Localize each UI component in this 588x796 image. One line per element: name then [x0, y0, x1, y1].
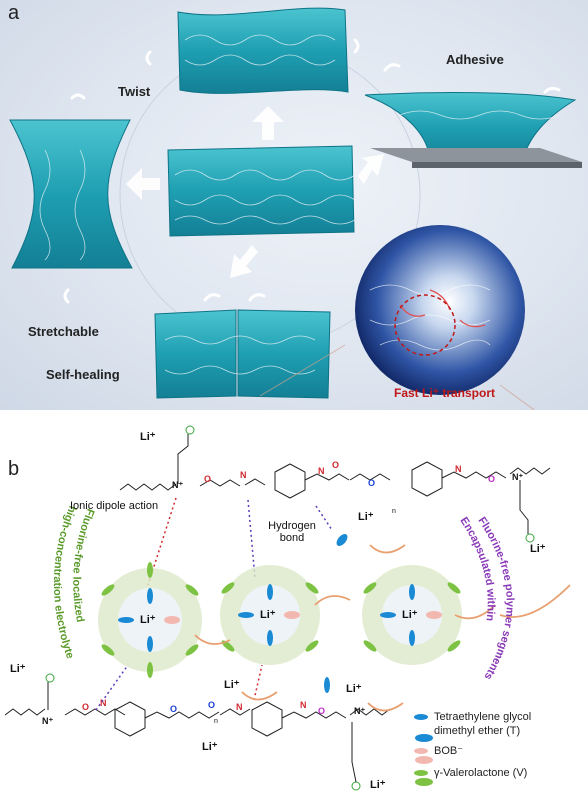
arrow-down [230, 245, 258, 278]
li-ion-label: Li⁺ [140, 614, 156, 626]
bottom-polymer-chain [4, 682, 391, 783]
transport-label: Fast Li⁺ transport [394, 386, 496, 400]
panel-b-label: b [8, 458, 20, 480]
legend-label: dimethyl ether (T) [434, 725, 521, 737]
svg-text:N: N [318, 466, 325, 476]
n-plus-label: N⁺ [42, 716, 54, 726]
svg-text:O: O [488, 474, 495, 484]
ellipse-swatch-icon [414, 770, 428, 776]
n-plus-label: N⁺ [512, 472, 524, 482]
li-ion-label: Li⁺ [530, 543, 546, 555]
li-ion-label: Li⁺ [370, 779, 386, 791]
legend-label: BOB⁻ [434, 745, 464, 757]
ionic-dipole-label: Ionic dipole action [70, 500, 159, 512]
svg-text:O: O [318, 706, 325, 716]
n-plus-label: N⁺ [172, 480, 184, 490]
legend-item-t: Tetraethylene glycol dimethyl ether (T) [414, 710, 584, 738]
li-ion-label: Li⁺ [260, 609, 276, 621]
transport-sphere [355, 225, 525, 395]
svg-text:N: N [240, 470, 247, 480]
svg-text:Fluorine-free localized: Fluorine-free localized [70, 507, 96, 623]
li-ion-label: Li⁺ [402, 609, 418, 621]
svg-text:O: O [82, 702, 89, 712]
ellipse-swatch-icon [414, 714, 428, 720]
subscript-n: n [392, 508, 396, 515]
ellipse-swatch-icon [414, 748, 428, 754]
solvation-cluster-3 [362, 565, 462, 665]
adhesive-label: Adhesive [446, 52, 504, 67]
li-ion-label: Li⁺ [10, 663, 26, 675]
arrow-right [358, 154, 384, 184]
hydrogen-bond-label: Hydrogen bond [268, 520, 316, 544]
svg-text:O: O [208, 700, 215, 710]
transport-highlight [394, 294, 456, 356]
top-polymer-chain [119, 434, 551, 534]
panel-a-label: a [8, 2, 20, 24]
subscript-n: n [214, 718, 218, 725]
n-plus-label: N⁺ [354, 706, 366, 716]
svg-text:N: N [236, 702, 243, 712]
self-healing-block-right [237, 309, 331, 399]
adhesive-substrate [370, 148, 582, 162]
panel-b: O N N O O N O O [0, 410, 588, 796]
svg-text:N: N [455, 464, 462, 474]
li-ion-label: Li⁺ [202, 741, 218, 753]
solvation-cluster-1 [98, 568, 202, 672]
center-block [167, 145, 355, 237]
adhesive-block [364, 92, 577, 163]
stretchable-label: Stretchable [28, 324, 99, 339]
li-ion-label: Li⁺ [346, 683, 362, 695]
legend-item-v: γ-Valerolactone (V) [414, 766, 584, 780]
self-healing-label: Self-healing [46, 367, 120, 382]
svg-text:O: O [170, 704, 177, 714]
legend: Tetraethylene glycol dimethyl ether (T) … [414, 710, 584, 780]
twist-block [177, 7, 349, 94]
svg-text:N: N [300, 700, 307, 710]
svg-text:O: O [368, 478, 375, 488]
self-healing-block-left [154, 309, 237, 399]
svg-text:O: O [204, 474, 211, 484]
legend-label: Tetraethylene glycol [434, 711, 532, 723]
panel-a: a Twist Adhesive Stretchable Self-healin… [0, 0, 588, 410]
li-ion-label: Li⁺ [224, 679, 240, 691]
arrow-left [126, 168, 160, 200]
panel-a-illustration [9, 7, 582, 410]
solvation-cluster-2 [220, 565, 320, 665]
left-arc-line1: Fluorine-free localized [70, 507, 96, 623]
legend-label: γ-Valerolactone (V) [434, 767, 528, 779]
li-ion-label: Li⁺ [358, 511, 374, 523]
panel-b-illustration: O N N O O N O O [4, 425, 571, 791]
li-ion-label: Li⁺ [140, 431, 156, 443]
twist-label: Twist [118, 84, 151, 99]
arrow-up [252, 106, 284, 140]
svg-text:O: O [332, 460, 339, 470]
svg-text:N: N [100, 698, 107, 708]
legend-item-bob: BOB⁻ [414, 744, 584, 758]
stretchable-block [9, 119, 133, 269]
